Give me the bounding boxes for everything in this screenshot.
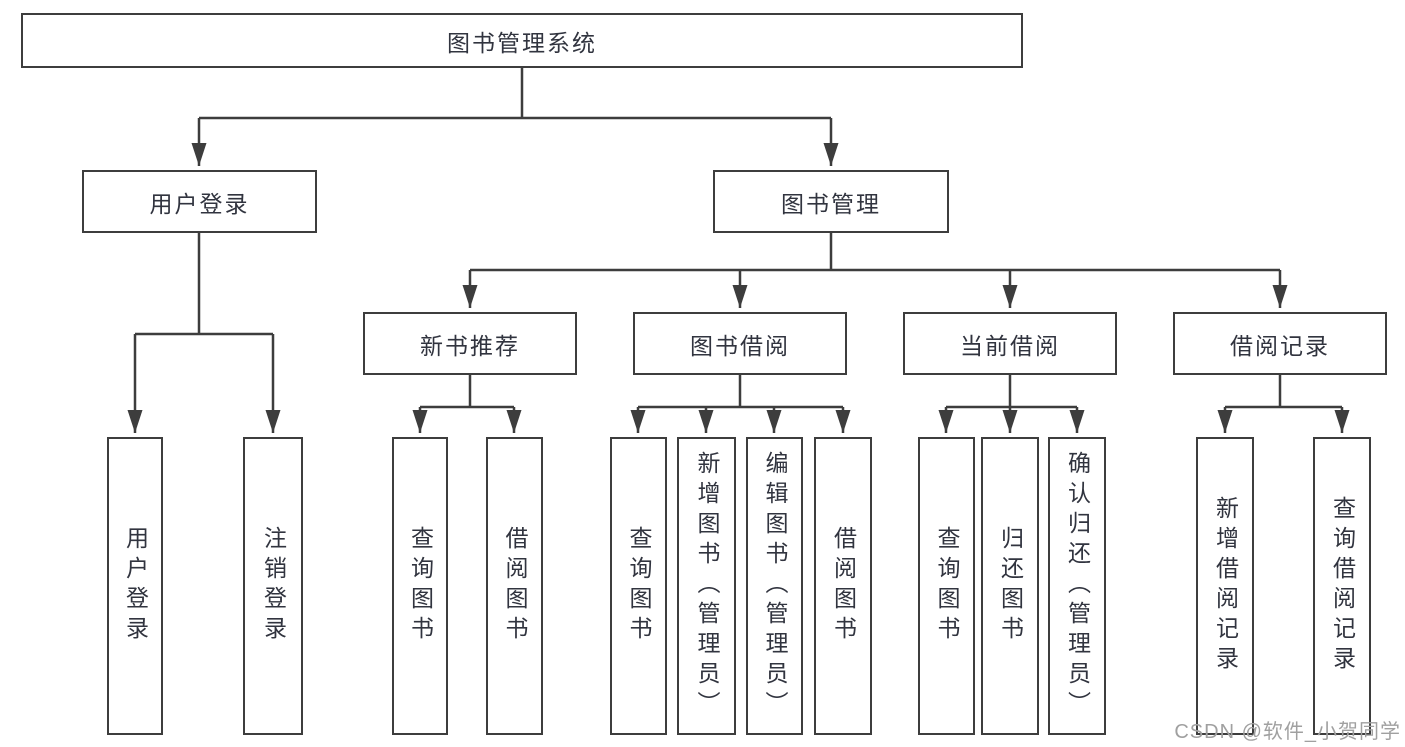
leaf-borrow-books-borrow: 借阅图书 [814, 437, 872, 735]
edge-user-login-trunk [135, 233, 273, 336]
leaf-query-books-borrow: 查询图书 [610, 437, 667, 735]
leaf-confirm-return-admin: 确认归还（管理员） [1048, 437, 1106, 735]
edge-book-borrow-trunk [638, 375, 843, 409]
node-new-book-recommend: 新书推荐 [363, 312, 577, 375]
leaf-query-books-current: 查询图书 [918, 437, 975, 735]
leaf-query-books-recommend: 查询图书 [392, 437, 448, 735]
edge-borrow-records-trunk [1225, 375, 1342, 409]
node-book-management: 图书管理 [713, 170, 949, 233]
leaf-user-login: 用户登录 [107, 437, 163, 735]
edge-new-book-rec-trunk [420, 375, 514, 409]
node-root-library-system: 图书管理系统 [21, 13, 1023, 68]
leaf-borrow-books-recommend: 借阅图书 [486, 437, 543, 735]
node-borrowing-records: 借阅记录 [1173, 312, 1387, 375]
node-current-borrowing: 当前借阅 [903, 312, 1117, 375]
leaf-add-book-admin: 新增图书（管理员） [677, 437, 736, 735]
leaf-return-book: 归还图书 [981, 437, 1039, 735]
node-book-borrowing: 图书借阅 [633, 312, 847, 375]
leaf-edit-book-admin: 编辑图书（管理员） [746, 437, 803, 735]
edge-root-trunk [199, 68, 831, 120]
node-user-login: 用户登录 [82, 170, 317, 233]
leaf-add-borrow-record: 新增借阅记录 [1196, 437, 1254, 735]
leaf-logout: 注销登录 [243, 437, 303, 735]
csdn-watermark: CSDN @软件_小贺同学 [1174, 721, 1401, 743]
leaf-query-borrow-record: 查询借阅记录 [1313, 437, 1371, 735]
edge-book-mgmt-trunk [470, 233, 1280, 272]
edge-current-borrow-trunk [946, 375, 1077, 409]
